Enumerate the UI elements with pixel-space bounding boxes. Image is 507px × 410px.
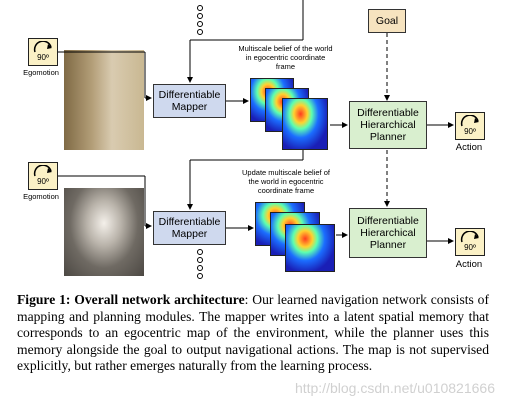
belief-map-top-3: [282, 98, 328, 150]
camera-image-top: [64, 50, 144, 150]
rotation-label: 90º: [464, 127, 476, 136]
belief-label-bottom: Update multiscale belief of the world in…: [242, 168, 330, 195]
caption-body: : Our learned navigation network consist…: [17, 292, 489, 374]
egomotion-label-top: Egomotion: [23, 68, 59, 77]
mapper-box-bottom: Differentiable Mapper: [153, 211, 226, 245]
rotation-label: 90º: [37, 53, 49, 62]
belief-map-bottom-3: [285, 224, 335, 272]
connector-arrows: [58, 0, 454, 244]
egomotion-icon-bottom: 90º: [28, 162, 58, 190]
action-label-bottom: Action: [455, 259, 483, 270]
mapper-box-top: Differentiable Mapper: [153, 84, 226, 118]
planner-box-bottom: Differentiable Hierarchical Planner: [349, 208, 427, 258]
egomotion-icon-top: 90º: [28, 38, 58, 66]
continuation-dots-top: [196, 4, 204, 45]
action-label-top: Action: [455, 142, 483, 153]
caption-lead: Figure 1: Overall network architecture: [17, 292, 245, 307]
rotation-label: 90º: [37, 177, 49, 186]
continuation-dots-bottom: [196, 248, 204, 289]
rotation-label: 90º: [464, 243, 476, 252]
belief-label-top: Multiscale belief of the world in egocen…: [238, 44, 333, 71]
action-icon-top: 90º: [455, 112, 485, 140]
action-icon-bottom: 90º: [455, 228, 485, 256]
camera-image-bottom: [64, 188, 144, 276]
egomotion-label-bottom: Egomotion: [23, 192, 59, 201]
goal-box: Goal: [368, 9, 406, 33]
figure-caption: Figure 1: Overall network architecture: …: [17, 292, 489, 375]
planner-box-top: Differentiable Hierarchical Planner: [349, 101, 427, 149]
watermark-text: http://blog.csdn.net/u010821666: [294, 380, 495, 396]
